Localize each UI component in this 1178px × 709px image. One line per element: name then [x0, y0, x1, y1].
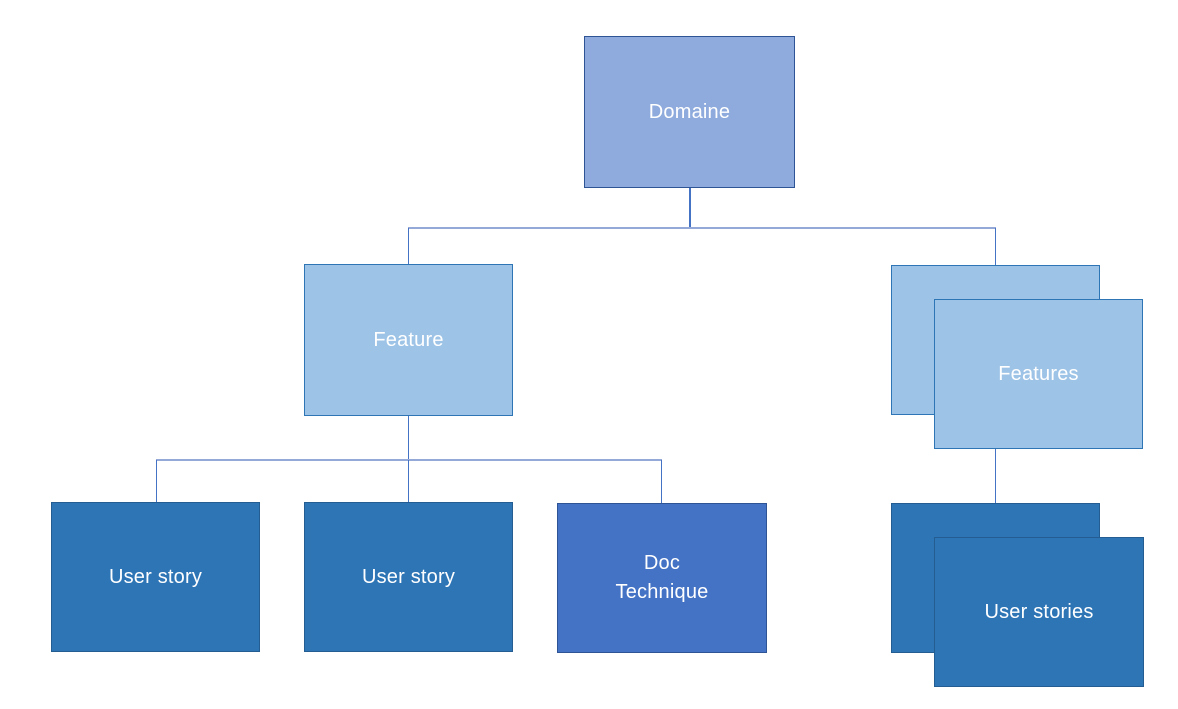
- connector-level1-horizontal: [407, 227, 996, 229]
- node-domaine[interactable]: Domaine: [584, 36, 795, 188]
- connector-feature-trunk: [407, 416, 409, 459]
- node-user-story-1[interactable]: User story: [51, 502, 260, 652]
- connector-to-user-story-2: [407, 460, 409, 503]
- connector-to-feature: [407, 228, 409, 265]
- node-domaine-label: Domaine: [648, 100, 731, 123]
- node-feature[interactable]: Feature: [304, 264, 513, 416]
- connector-domaine-trunk: [689, 188, 691, 228]
- node-user-story-2-label: User story: [361, 565, 456, 588]
- node-user-story-2[interactable]: User story: [304, 502, 513, 652]
- connector-level2-horizontal: [155, 459, 662, 461]
- node-features[interactable]: Features: [934, 299, 1143, 449]
- node-user-stories-label: User stories: [984, 600, 1094, 623]
- node-user-stories[interactable]: User stories: [934, 537, 1144, 687]
- connector-to-features-stack: [994, 228, 996, 266]
- connector-to-user-stories-stack: [994, 449, 996, 503]
- node-user-story-1-label: User story: [108, 565, 203, 588]
- node-doc-technique-label: Doc Technique: [615, 552, 709, 603]
- node-feature-label: Feature: [373, 328, 444, 351]
- node-doc-technique[interactable]: Doc Technique: [557, 503, 767, 653]
- connector-to-doc-technique: [660, 460, 662, 503]
- connector-to-user-story-1: [155, 460, 157, 502]
- node-features-label: Features: [998, 362, 1079, 385]
